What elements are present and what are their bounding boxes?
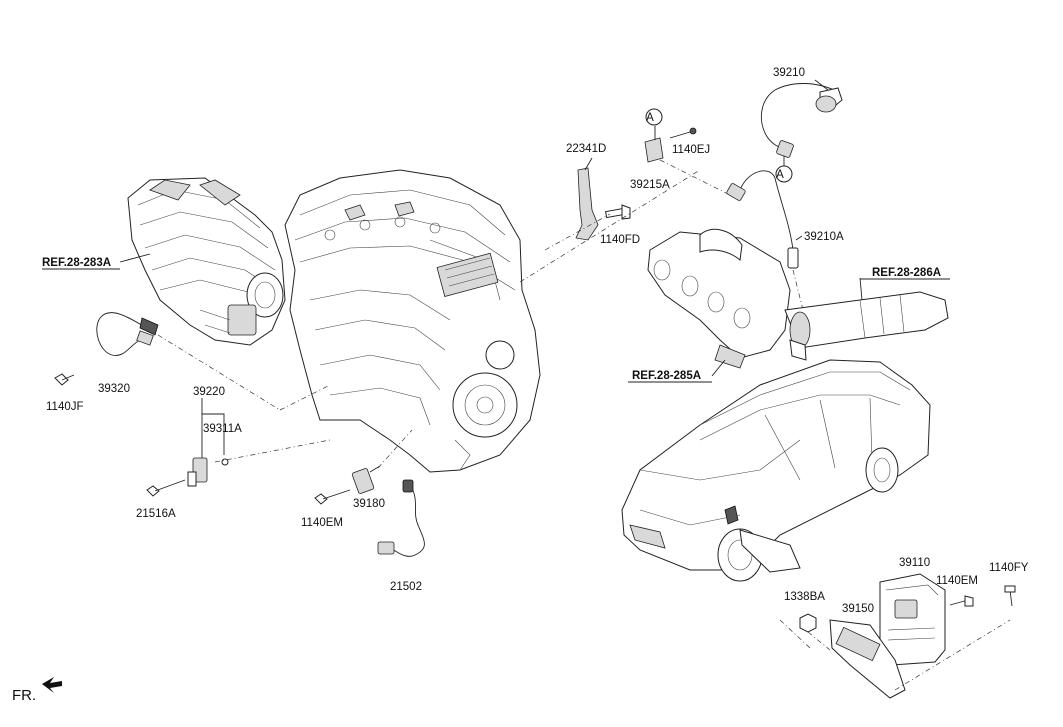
bolt-21516a: [146, 479, 186, 497]
bolt-1140jf: [54, 373, 75, 386]
ref-28-286a[interactable]: REF.28-286A: [872, 267, 941, 279]
ecu-bracket-39150: [829, 619, 906, 699]
label-39110[interactable]: 39110: [899, 557, 930, 569]
exhaust-manifold: [647, 228, 791, 369]
label-39311a[interactable]: 39311A: [203, 423, 242, 435]
intake-manifold: [127, 177, 286, 346]
front-direction-arrow-icon: [42, 677, 62, 693]
label-39320[interactable]: 39320: [98, 383, 130, 395]
o2-sensor-39210a: [726, 170, 803, 269]
bolt-1140fy: [1004, 585, 1016, 607]
label-1140em-engine[interactable]: 1140EM: [301, 517, 343, 529]
ref-28-285a[interactable]: REF.28-285A: [632, 370, 701, 382]
bolt-1140ej: [669, 127, 697, 139]
label-39150[interactable]: 39150: [842, 603, 874, 615]
front-pipe: [784, 291, 949, 361]
label-39215a[interactable]: 39215A: [630, 179, 670, 191]
bolt-1140fd: [605, 204, 631, 220]
front-label: FR.: [12, 687, 36, 704]
label-1140jf[interactable]: 1140JF: [46, 401, 84, 413]
label-39210a[interactable]: 39210A: [804, 231, 844, 243]
label-39210[interactable]: 39210: [773, 67, 805, 79]
label-1140ej[interactable]: 1140EJ: [672, 144, 710, 156]
label-39220[interactable]: 39220: [193, 386, 225, 398]
label-22341d[interactable]: 22341D: [566, 143, 606, 155]
o2-sensor-39210: [760, 79, 843, 158]
bracket-39215a: [644, 126, 664, 163]
cam-sensor-39220: [187, 398, 229, 487]
car-illustration: [621, 359, 931, 582]
ecu-39110: [879, 573, 946, 666]
nut-1338ba: [799, 613, 817, 633]
label-21516a[interactable]: 21516A: [136, 508, 176, 520]
label-1140fd[interactable]: 1140FD: [600, 234, 640, 246]
bracket-22341d: [575, 167, 599, 241]
knock-sensor-39320: [96, 312, 159, 356]
bolt-1140em-engine: [314, 489, 351, 505]
sensor-39180: [351, 465, 381, 494]
bolt-1140em-ecu: [949, 595, 974, 607]
callout-a-1: A: [646, 112, 654, 124]
callout-a-2: A: [776, 169, 784, 181]
label-1140em-ecu[interactable]: 1140EM: [936, 575, 978, 587]
label-1338ba[interactable]: 1338BA: [784, 591, 825, 603]
label-21502[interactable]: 21502: [390, 581, 422, 593]
callout-a-circle-1: [645, 108, 663, 126]
harness-21502: [377, 479, 425, 557]
ref-28-283a[interactable]: REF.28-283A: [42, 257, 111, 269]
label-39180[interactable]: 39180: [353, 498, 385, 510]
engine-block: [284, 169, 541, 473]
label-1140fy[interactable]: 1140FY: [989, 562, 1029, 574]
